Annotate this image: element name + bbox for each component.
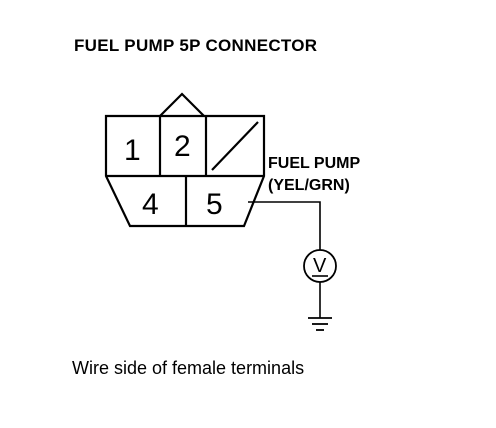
blank-terminal-slash-icon [211, 121, 259, 171]
fuel-pump-label: FUEL PUMP [268, 155, 360, 172]
connector-lock-tab [159, 92, 205, 117]
voltmeter-symbol: V [313, 255, 327, 277]
terminal-4-label: 4 [142, 188, 159, 221]
wire-color-label: (YEL/GRN) [268, 177, 350, 194]
terminal-2-label: 2 [174, 130, 191, 163]
diagram-title: FUEL PUMP 5P CONNECTOR [74, 36, 318, 55]
terminal-5-label: 5 [206, 188, 223, 221]
diagram-caption: Wire side of female terminals [72, 358, 305, 378]
probe-lead-wire [248, 201, 321, 250]
ground-icon [308, 317, 332, 331]
terminal-1-label: 1 [124, 134, 141, 167]
